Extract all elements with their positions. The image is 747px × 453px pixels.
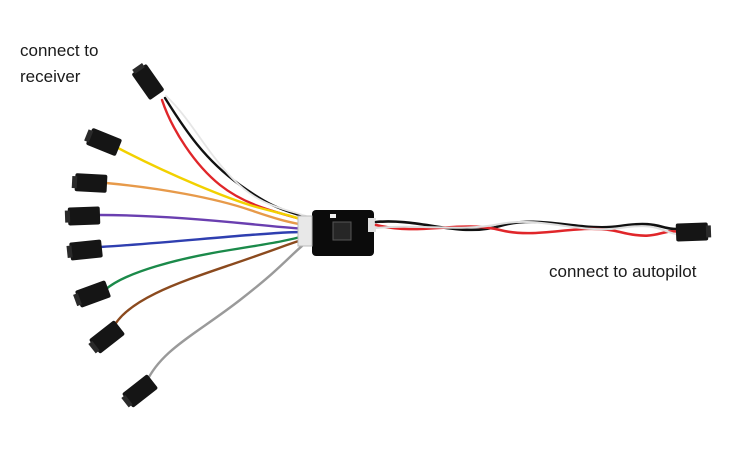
servo-connector bbox=[132, 62, 164, 100]
wire-brown bbox=[110, 236, 310, 332]
servo-connector bbox=[71, 173, 108, 193]
servo-connector bbox=[66, 239, 103, 261]
servo-connector bbox=[121, 374, 158, 408]
wire-green bbox=[103, 233, 310, 292]
receiver-connectors bbox=[64, 62, 164, 408]
servo-connector bbox=[88, 320, 125, 354]
autopilot-cable bbox=[374, 220, 682, 237]
wire-gray bbox=[143, 239, 310, 387]
autopilot-connector bbox=[675, 222, 712, 242]
board-chip bbox=[332, 221, 352, 241]
board-led bbox=[330, 214, 336, 218]
wire-yellow bbox=[116, 146, 310, 225]
board-output-header bbox=[368, 218, 376, 232]
receiver-caption-line-2: receiver bbox=[20, 67, 81, 86]
wire-white bbox=[165, 95, 307, 217]
wire-orange bbox=[104, 181, 310, 228]
wire-black bbox=[374, 220, 682, 232]
wire-white bbox=[375, 220, 681, 236]
receiver-caption-line-1: connect to bbox=[20, 41, 99, 60]
servo-connector bbox=[84, 128, 122, 156]
wire-violet bbox=[98, 213, 310, 231]
receiver-wires bbox=[98, 95, 310, 387]
servo-connector bbox=[73, 280, 111, 308]
servo-connector bbox=[64, 206, 101, 226]
wire-blue bbox=[98, 230, 310, 249]
board-header bbox=[297, 215, 313, 247]
receiver-caption: connect to receiver bbox=[20, 38, 98, 90]
encoder-board bbox=[297, 210, 376, 256]
autopilot-caption: connect to autopilot bbox=[549, 262, 697, 281]
